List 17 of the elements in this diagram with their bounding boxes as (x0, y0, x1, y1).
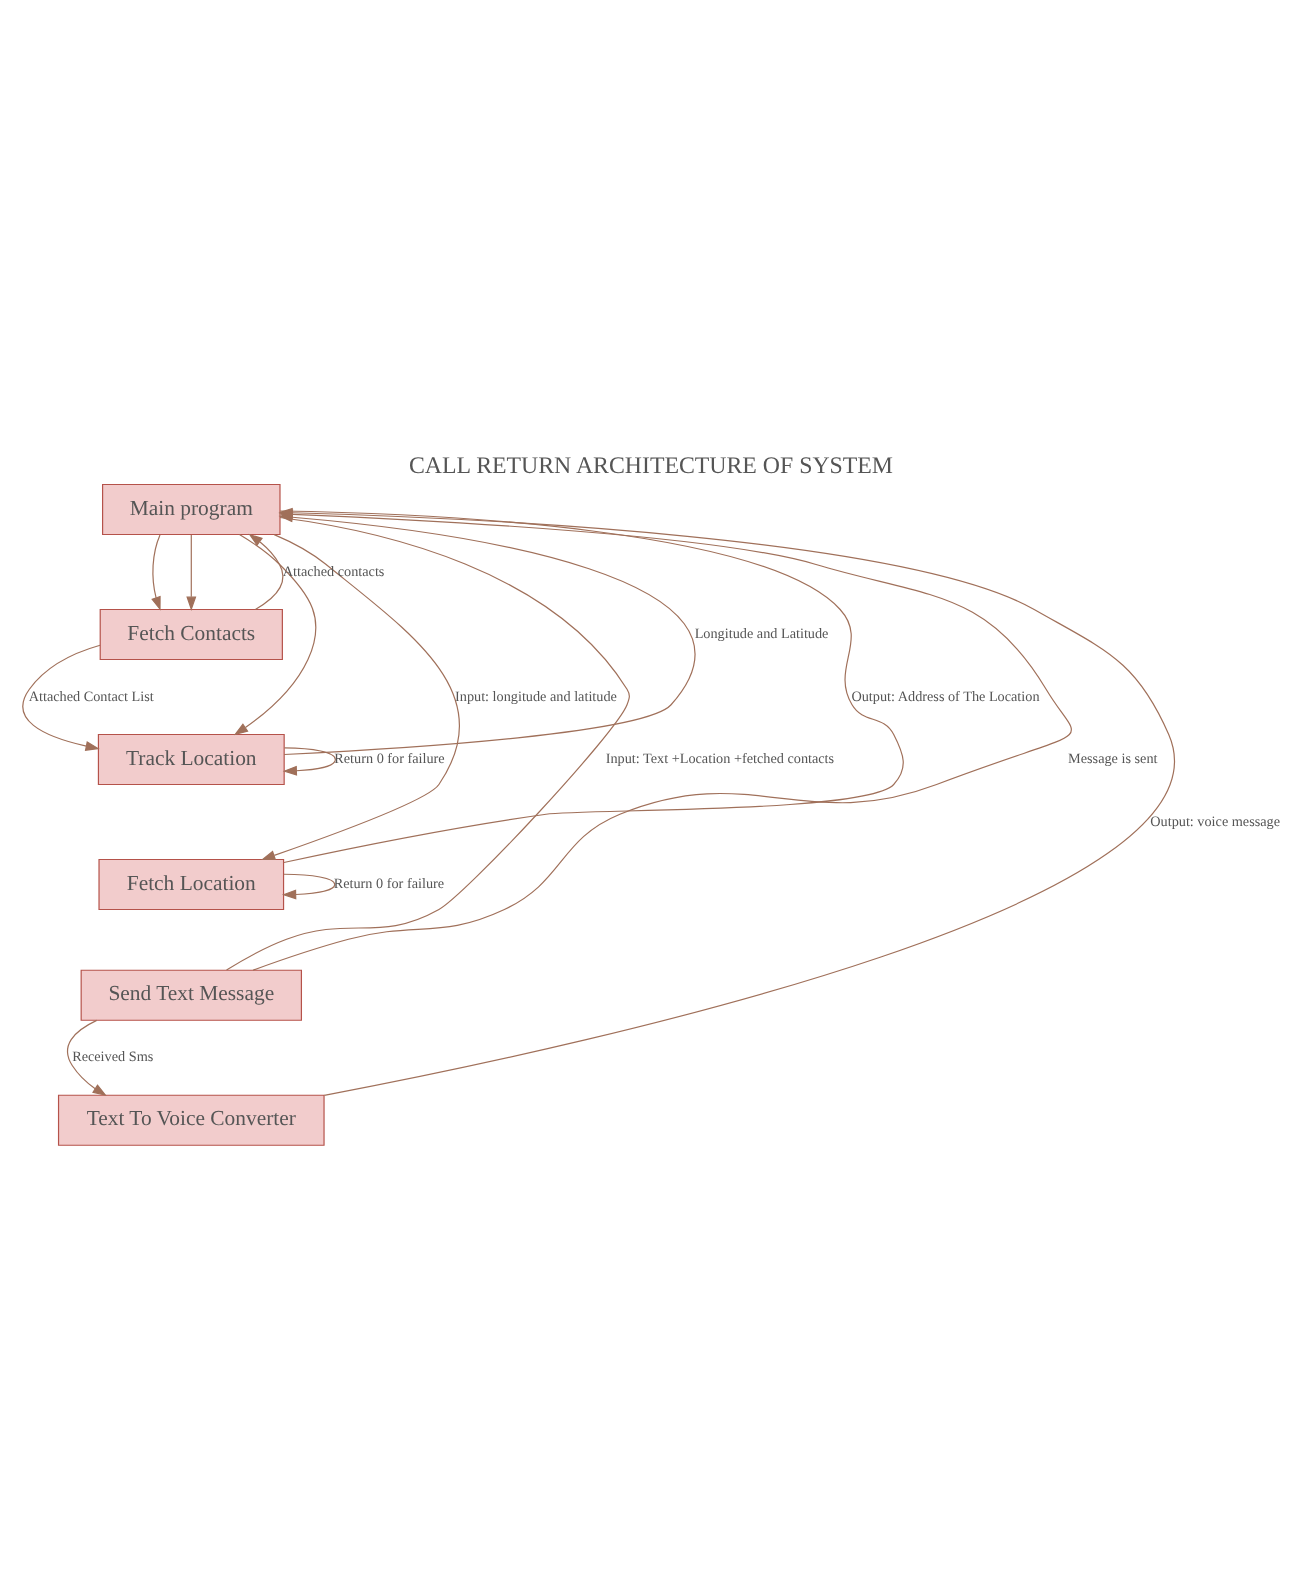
node-box: Send Text Message (80, 968, 302, 1020)
arrow (282, 746, 336, 775)
node-box: Track Location (97, 732, 285, 785)
arrow (281, 872, 336, 899)
node-box: Main program (102, 482, 281, 535)
node-box: Fetch Contacts (99, 607, 283, 660)
arrow (248, 532, 284, 609)
node-box: Text To Voice Converter (57, 1093, 325, 1145)
diagram-title: CALL RETURN ARCHITECTURE OF SYSTEM (408, 449, 894, 478)
arrow (22, 643, 101, 750)
arrow (261, 533, 460, 860)
arrow (66, 1018, 107, 1096)
arrow (186, 533, 197, 610)
arrow (233, 532, 317, 735)
node-box: Fetch Location (98, 857, 285, 910)
connector (225, 515, 630, 970)
arrow (151, 533, 161, 610)
